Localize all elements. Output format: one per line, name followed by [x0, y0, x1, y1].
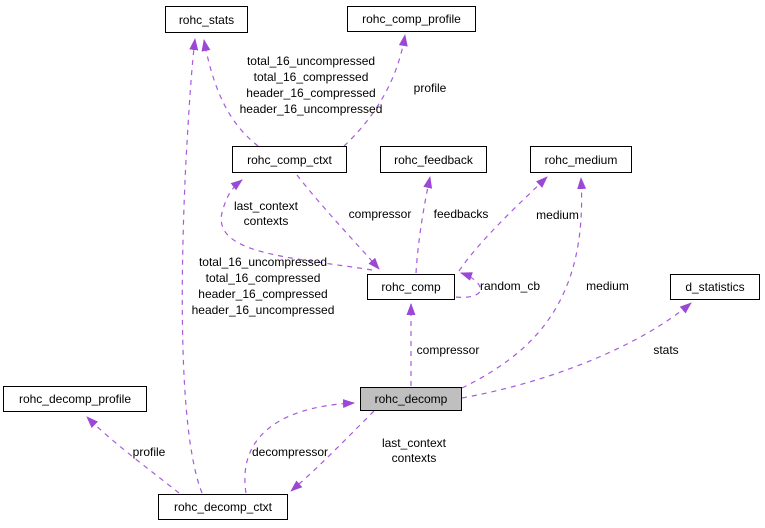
node-rohc-stats[interactable]: rohc_stats: [165, 6, 248, 33]
edge-label-last-context-low: last_context contexts: [381, 436, 447, 465]
node-rohc-comp-profile[interactable]: rohc_comp_profile: [347, 6, 476, 32]
node-d-statistics[interactable]: d_statistics: [670, 274, 760, 300]
edge-comp-to-feedback: [415, 176, 433, 274]
node-rohc-medium[interactable]: rohc_medium: [530, 146, 632, 173]
edge-comp-ctxt-to-comp-profile: [343, 34, 408, 147]
edge-comp-ctxt-to-comp: [296, 174, 380, 270]
edge-decomp-ctxt-to-stats: [181, 38, 203, 494]
edge-label-last-context-top: last_context contexts: [233, 199, 299, 228]
edge-decomp-to-medium: [461, 177, 587, 389]
node-rohc-decomp[interactable]: rohc_decomp: [360, 387, 462, 411]
edge-label-medium-low: medium: [586, 279, 629, 293]
edge-label-stats: stats: [653, 343, 679, 357]
edge-decomp-to-decomp-ctxt: [290, 410, 375, 492]
node-rohc-feedback[interactable]: rohc_feedback: [380, 146, 487, 173]
edge-label-compressor-top: compressor: [348, 207, 412, 221]
edge-label-feedbacks: feedbacks: [433, 207, 489, 221]
edge-comp-to-medium: [458, 176, 548, 272]
edge-label-profile-low: profile: [132, 445, 166, 459]
node-rohc-decomp-ctxt[interactable]: rohc_decomp_ctxt: [158, 494, 288, 520]
edge-comp-self-random-cb: [455, 272, 482, 298]
edge-label-decomp-ctxt-stats-fields: total_16_uncompressed total_16_compresse…: [191, 255, 335, 317]
edge-label-profile-top: profile: [413, 81, 447, 95]
edge-decomp-ctxt-to-decomp-profile: [86, 416, 180, 494]
edge-label-comp-ctxt-stats-fields: total_16_uncompressed total_16_compresse…: [239, 54, 383, 116]
edge-comp-ctxt-to-stats: [201, 39, 259, 147]
edge-label-compressor-low: compressor: [416, 343, 480, 357]
node-rohc-decomp-profile[interactable]: rohc_decomp_profile: [3, 386, 147, 412]
node-rohc-comp-ctxt[interactable]: rohc_comp_ctxt: [232, 146, 347, 173]
edge-label-random-cb: random_cb: [479, 279, 541, 293]
edge-label-medium-top: medium: [536, 208, 579, 222]
node-rohc-comp[interactable]: rohc_comp: [367, 274, 455, 300]
edge-label-decompressor: decompressor: [251, 445, 329, 459]
